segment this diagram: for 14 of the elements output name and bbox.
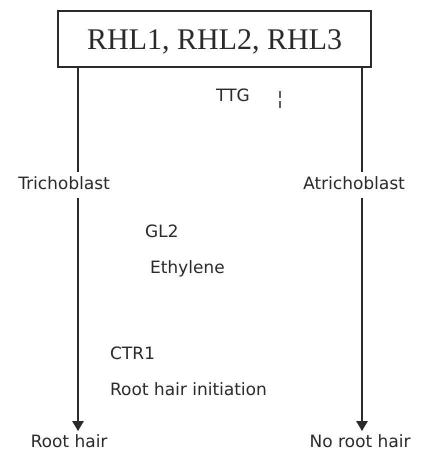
cell-label: No root hair bbox=[296, 430, 424, 456]
pathway-label: CTR1 bbox=[110, 343, 155, 366]
pathway-label: TTG bbox=[216, 85, 250, 108]
pathway-label: Root hair initiation bbox=[110, 379, 267, 402]
arrow bbox=[72, 198, 84, 431]
cell-label: Root hair bbox=[24, 430, 114, 456]
pathway-label: Ethylene bbox=[150, 257, 225, 280]
cell-label: Atrichoblast bbox=[290, 172, 418, 198]
cell-label: Trichoblast bbox=[8, 172, 120, 198]
pathway-label: GL2 bbox=[145, 221, 178, 244]
gene-box: RHL1, RHL2, RHL3 bbox=[57, 10, 372, 68]
arrow bbox=[356, 198, 368, 431]
line bbox=[77, 68, 79, 172]
line bbox=[361, 68, 363, 172]
